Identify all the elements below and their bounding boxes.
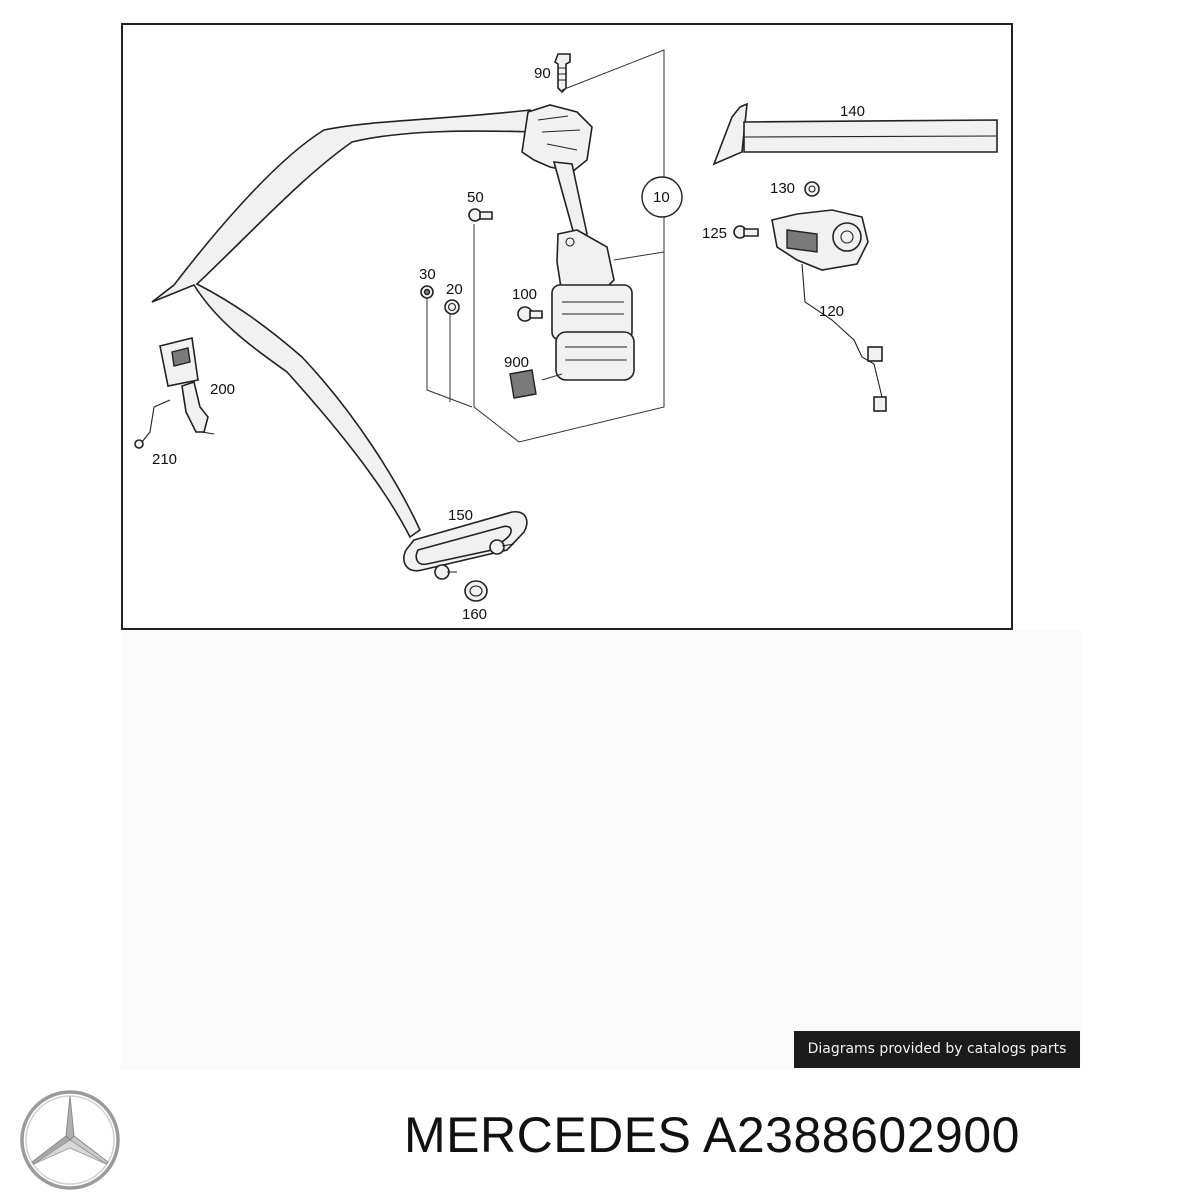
callout-210: 210 bbox=[152, 451, 177, 468]
callout-90: 90 bbox=[534, 65, 551, 82]
callout-100: 100 bbox=[512, 286, 537, 303]
height-adjuster-assembly bbox=[771, 209, 887, 413]
clip-900 bbox=[509, 369, 537, 399]
callout-120: 120 bbox=[819, 303, 844, 320]
belt-guide-upper bbox=[521, 104, 593, 173]
bolt-100 bbox=[517, 306, 543, 322]
callout-circle-10 bbox=[641, 176, 683, 218]
callout-150: 150 bbox=[448, 507, 473, 524]
callout-10: 10 bbox=[653, 189, 670, 206]
callout-140: 140 bbox=[840, 103, 865, 120]
callout-50: 50 bbox=[467, 189, 484, 206]
callout-200: 200 bbox=[210, 381, 235, 398]
seat-belt-diagram-drawing: 90 140 10 50 130 125 30 20 100 120 900 2… bbox=[134, 49, 998, 623]
belt-strap bbox=[552, 161, 588, 240]
bolt-50 bbox=[468, 208, 493, 222]
belt-webbing bbox=[151, 109, 533, 539]
attribution-text: Diagrams provided by catalogs parts bbox=[807, 1041, 1067, 1057]
callout-125: 125 bbox=[702, 225, 727, 242]
brand-part-number: MERCEDES A2388602900 bbox=[404, 1107, 1020, 1163]
nut-130 bbox=[804, 181, 820, 197]
callout-30: 30 bbox=[419, 266, 436, 283]
sleeve-160 bbox=[464, 580, 488, 602]
callout-130: 130 bbox=[770, 180, 795, 197]
height-adjuster-rail bbox=[712, 102, 998, 166]
bolt-125 bbox=[733, 225, 759, 239]
parts-diagram: 90 140 10 50 130 125 30 20 100 120 900 2… bbox=[121, 23, 1013, 630]
mercedes-star-icon bbox=[18, 1088, 122, 1197]
washer-20 bbox=[444, 299, 460, 315]
callout-900: 900 bbox=[504, 354, 529, 371]
bolt-90 bbox=[554, 53, 571, 94]
belt-buckle bbox=[134, 337, 215, 449]
callout-160: 160 bbox=[462, 606, 487, 623]
callout-20: 20 bbox=[446, 281, 463, 298]
attribution-banner: Diagrams provided by catalogs parts bbox=[794, 1031, 1080, 1068]
empty-panel bbox=[121, 630, 1081, 1070]
belt-retractor bbox=[551, 229, 635, 381]
leader-10 bbox=[473, 49, 665, 443]
lower-anchor-cable bbox=[403, 511, 528, 580]
